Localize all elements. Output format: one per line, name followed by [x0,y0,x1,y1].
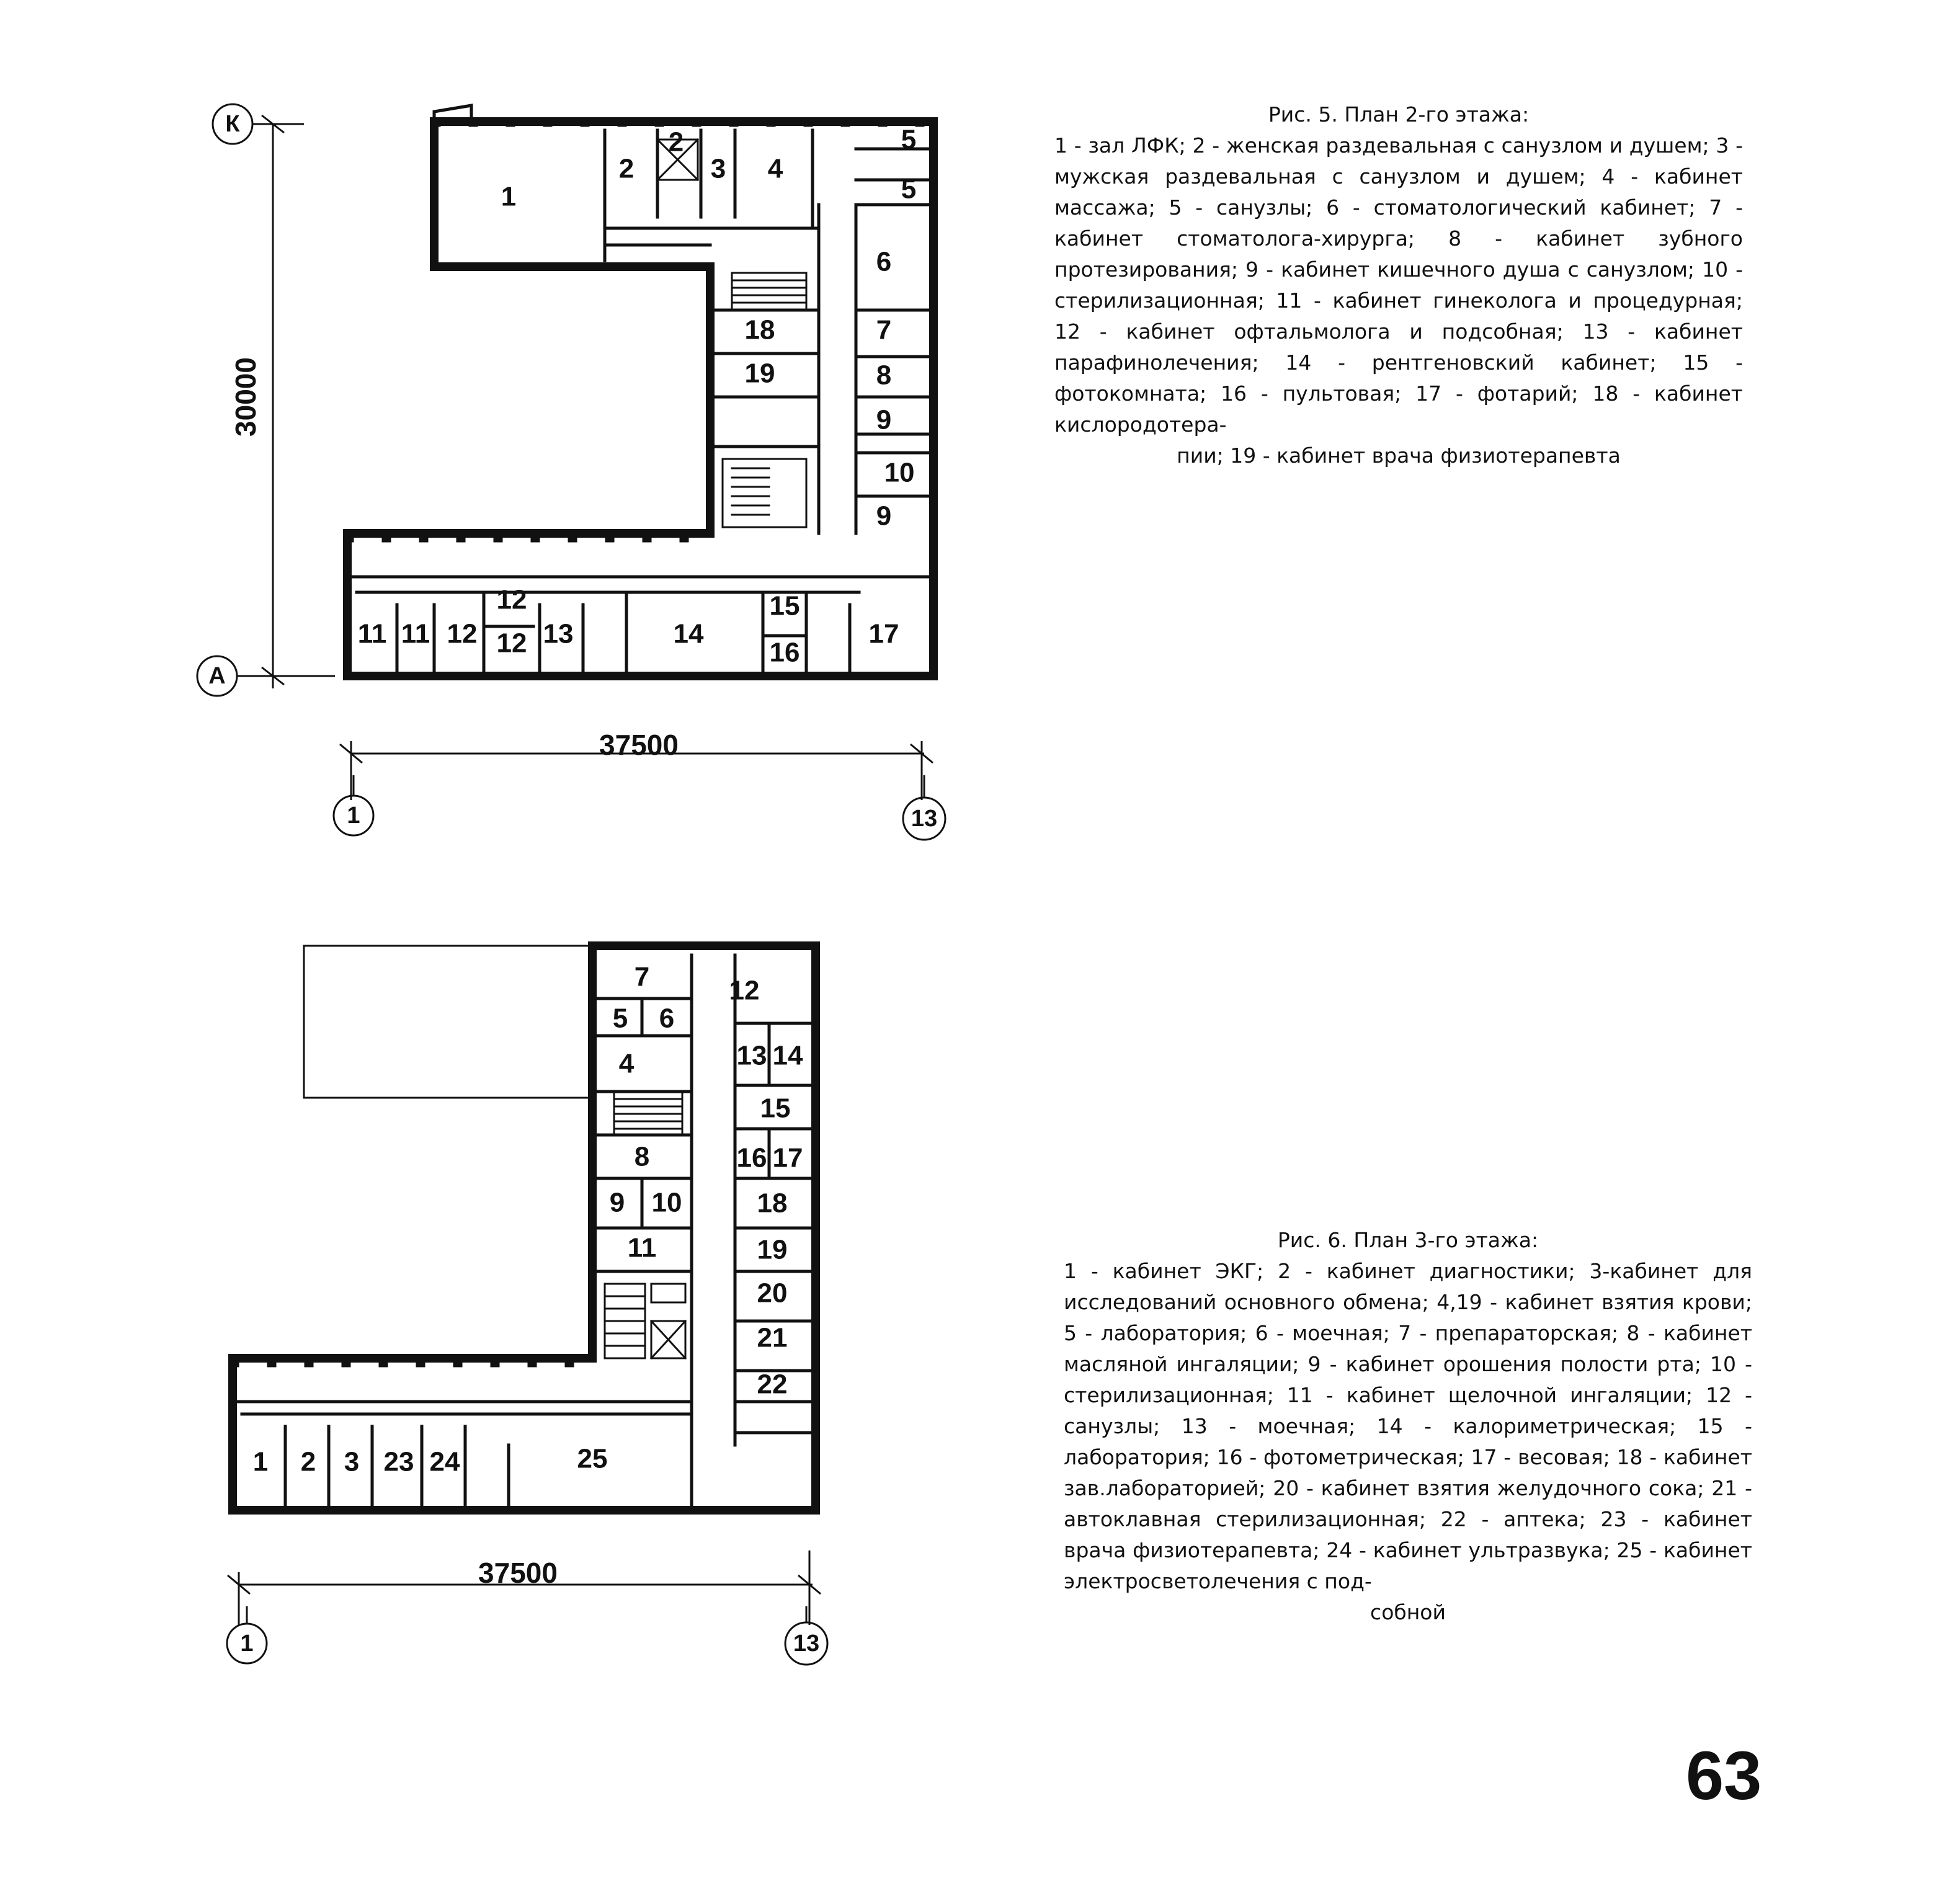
plan-3-room-label: 11 [628,1233,657,1263]
figure-5-caption: Рис. 5. План 2-го этажа: 1 - зал ЛФК; 2 … [1054,99,1743,471]
plan-2-axis-top-label: К [225,111,240,137]
plan-2-room-label: 5 [901,125,916,155]
plan-3-room-label: 16 [737,1143,767,1173]
plan-2-room-label: 12 [447,619,478,649]
plan-2-dimension-lines [196,103,947,841]
plan-3-room-label: 1 [253,1447,268,1477]
plan-3-room-label: 24 [430,1447,460,1477]
plan-3-room-label: 10 [652,1188,682,1218]
plan-2-room-label: 9 [876,501,891,532]
plan-2-room-label: 2 [619,154,634,184]
plan-2-room-label: 1 [501,182,516,212]
plan-3-room-label: 19 [757,1235,788,1265]
plan-2-room-label: 8 [876,360,891,391]
plan-3-room-label: 4 [619,1049,635,1079]
plan-3-walls [228,941,820,1515]
plan-2-room-label: 5 [901,174,916,205]
figure-5-caption-title: Рис. 5. План 2-го этажа: [1268,102,1530,127]
plan-3-room-labels: 7 5 6 4 8 9 10 11 12 13 14 15 16 17 18 1… [253,962,803,1477]
plan-2-height-dimension: 30000 [229,357,262,437]
plan-3-axis-left-label: 1 [240,1630,253,1657]
plan-3-room-label: 13 [737,1041,767,1071]
plan-3-room-label: 8 [635,1142,649,1172]
plan-2-room-label: 6 [876,247,891,277]
plan-2-room-label: 12 [497,585,527,615]
plan-2-axis-bottom-label: А [208,663,225,689]
plan-3-dimension-labels: 37500 1 13 [240,1557,819,1657]
plan-3-room-label: 2 [301,1447,316,1477]
plan-2-dimension-labels: 37500 30000 К А 1 13 [208,111,937,832]
plan-3-dimension-lines [226,1550,829,1666]
plan-3-room-label: 6 [659,1003,674,1034]
figure-6-caption-title: Рис. 6. План 3-го этажа: [1277,1228,1539,1252]
plan-3-width-dimension: 37500 [478,1557,558,1589]
plan-2-axis-right-label: 13 [911,806,937,832]
plan-3-room-label: 20 [757,1278,788,1309]
plan-3-room-label: 9 [610,1188,625,1218]
plan-2-room-label: 17 [869,619,899,649]
plan-3-room-label: 7 [635,962,649,992]
figure-6-caption: Рис. 6. План 3-го этажа: 1 - кабинет ЭКГ… [1064,1225,1752,1628]
plan-3-room-label: 18 [757,1188,788,1219]
plan-3-room-label: 22 [757,1369,788,1400]
plan-2-room-label: 19 [745,358,775,389]
plan-2-room-label: 4 [768,154,783,184]
page-number: 63 [1686,1738,1762,1814]
plan-2-room-label: 11 [401,619,430,649]
plan-3-room-label: 23 [384,1447,414,1477]
plan-2-room-label: 7 [876,315,891,345]
plan-2-room-label: 18 [745,315,775,345]
plan-3-room-label: 17 [773,1143,803,1173]
plan-3-room-label: 15 [760,1093,791,1124]
plan-3-room-label: 21 [757,1323,788,1353]
plan-3-axis-right-label: 13 [793,1630,819,1657]
plan-3-room-label: 14 [773,1041,803,1071]
plan-2-room-label: 16 [770,638,800,668]
plan-2-room-label: 13 [543,619,574,649]
plan-2-room-label: 14 [674,619,704,649]
plan-2-room-label: 11 [358,619,387,649]
plan-2-room-labels: 1 2 2 3 4 5 5 6 7 8 9 10 9 18 19 11 11 1… [358,125,917,668]
plan-2-walls [343,104,938,680]
figure-5-caption-body: 1 - зал ЛФК; 2 - женская раздевальная с … [1054,133,1743,437]
plan-2-axis-left-label: 1 [347,803,360,829]
plan-3-room-label: 25 [577,1444,608,1474]
figure-6-caption-end: собной [1370,1600,1446,1624]
figure-5-caption-end: пии; 19 - кабинет врача физиотерапевта [1177,443,1621,468]
plan-2-room-label: 10 [884,458,915,488]
plan-2-room-label: 9 [876,405,891,435]
plan-2-width-dimension: 37500 [599,729,679,761]
plan-3-room-label: 3 [344,1447,359,1477]
plan-2-room-label: 3 [711,154,726,184]
plan-3-room-label: 12 [729,976,760,1006]
plan-2-room-label: 12 [497,628,527,659]
figure-6-caption-body: 1 - кабинет ЭКГ; 2 - кабинет диагностики… [1064,1259,1752,1593]
plan-2-room-label: 15 [770,591,800,621]
plan-2-room-label: 2 [669,127,684,158]
plan-3-room-label: 5 [613,1003,628,1034]
